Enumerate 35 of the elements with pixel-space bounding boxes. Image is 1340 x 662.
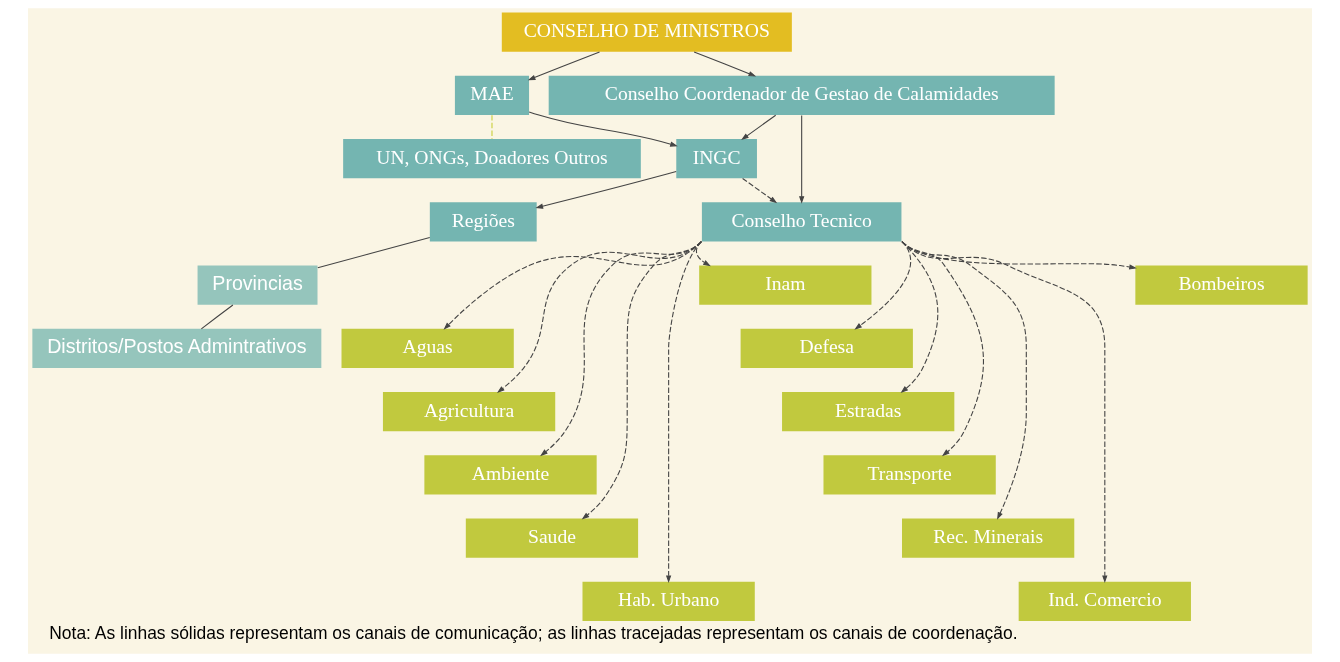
node-box: UN, ONGs, Doadores Outros bbox=[343, 139, 641, 179]
connector bbox=[317, 236, 431, 269]
arrow bbox=[741, 114, 777, 141]
node-box: CONSELHO DE MINISTROS bbox=[501, 12, 792, 52]
arrow bbox=[528, 111, 678, 147]
connector bbox=[491, 114, 493, 140]
node-box: Inam bbox=[699, 265, 872, 305]
node-box: Conselho Tecnico bbox=[701, 202, 902, 242]
node-box: Distritos/Postos Admintrativos bbox=[32, 328, 322, 369]
arrow bbox=[581, 241, 702, 520]
connector bbox=[200, 304, 234, 330]
node-box: Estradas bbox=[782, 392, 955, 432]
arrow bbox=[535, 170, 677, 209]
arrow bbox=[665, 241, 702, 584]
arrow bbox=[799, 114, 805, 204]
arrow bbox=[742, 177, 778, 204]
arrow bbox=[527, 51, 601, 81]
arrow bbox=[693, 51, 757, 77]
node-box: Conselho Coordenador de Gestao de Calamidades bbox=[548, 75, 1055, 116]
node-box: INGC bbox=[676, 139, 757, 179]
node-box: Aguas bbox=[341, 328, 514, 369]
node-box: Provincias bbox=[197, 265, 318, 305]
node-box: Rec. Minerais bbox=[902, 518, 1075, 558]
node-box: Saude bbox=[465, 518, 639, 558]
node-box: Bombeiros bbox=[1135, 265, 1308, 305]
node-box: MAE bbox=[454, 75, 530, 116]
arrow bbox=[901, 241, 1108, 584]
node-box: Transporte bbox=[823, 455, 996, 495]
node-box: Hab. Urbano bbox=[582, 581, 755, 622]
node-box: Agricultura bbox=[382, 392, 556, 432]
node-box: Defesa bbox=[740, 328, 913, 369]
caption: Nota: As linhas sólidas representam os canais de comunicação; as linhas tracejadas representam os canais de coordenação. bbox=[49, 623, 1018, 644]
node-box: Regiões bbox=[429, 202, 537, 242]
node-box: Ind. Comercio bbox=[1018, 581, 1191, 622]
node-box: Ambiente bbox=[424, 455, 597, 495]
